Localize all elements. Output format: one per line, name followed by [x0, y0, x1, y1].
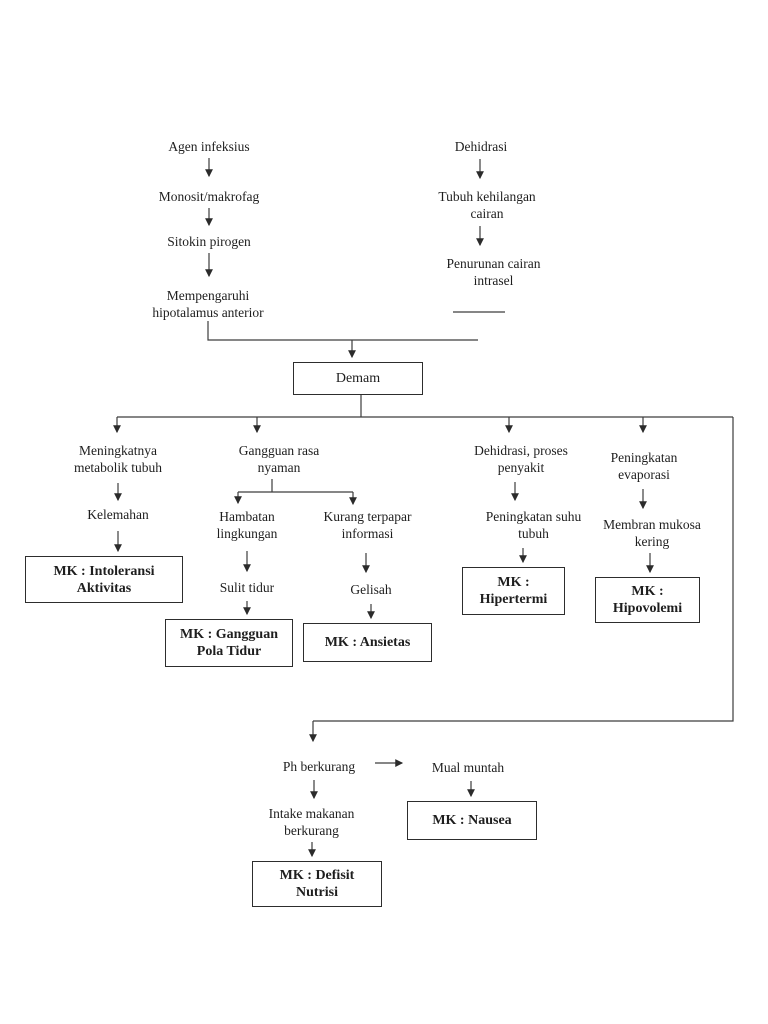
node-mempengaruhi-hipotalamus: Mempengaruhi hipotalamus anterior [152, 288, 264, 320]
node-gelisah: Gelisah [350, 582, 392, 597]
node-hambatan-lingkungan: Hambatan lingkungan [216, 509, 278, 541]
node-monosit-makrofag: Monosit/makrofag [158, 189, 260, 204]
node-mk-ansietas-box: MK : Ansietas [303, 623, 432, 662]
node-mk-defisit-nutrisi-box: MK : Defisit Nutrisi [252, 861, 382, 907]
node-penurunan-cairan-intrasel: Penurunan cairan intrasel [446, 256, 541, 288]
node-peningkatan-suhu-tubuh: Peningkatan suhu tubuh [485, 509, 582, 541]
node-agen-infeksius: Agen infeksius [168, 139, 250, 154]
node-gangguan-rasa-nyaman: Gangguan rasa nyaman [238, 443, 320, 475]
node-dehidrasi: Dehidrasi [454, 139, 508, 154]
node-kurang-terpapar-informasi: Kurang terpapar informasi [323, 509, 412, 541]
node-mk-hipertermi-box: MK : Hipertermi [462, 567, 565, 615]
node-mk-nausea-box: MK : Nausea [407, 801, 537, 840]
node-kelemahan: Kelemahan [87, 507, 149, 522]
node-mual-muntah: Mual muntah [431, 760, 505, 775]
node-meningkatnya-metabolik: Meningkatnya metabolik tubuh [73, 443, 163, 475]
connector-hipotalamus-to-demam [207, 321, 478, 341]
node-dehidrasi-proses-penyakit: Dehidrasi, proses penyakit [474, 443, 568, 475]
node-sulit-tidur: Sulit tidur [219, 580, 275, 595]
node-mk-intoleransi-aktivitas-box: MK : Intoleransi Aktivitas [25, 556, 183, 603]
node-sitokin-pirogen: Sitokin pirogen [167, 234, 251, 249]
node-ph-berkurang: Ph berkurang [282, 759, 356, 774]
node-intake-makanan-berkurang: Intake makanan berkurang [268, 806, 355, 838]
node-tubuh-kehilangan-cairan: Tubuh kehilangan cairan [438, 189, 536, 221]
node-peningkatan-evaporasi: Peningkatan evaporasi [610, 450, 678, 482]
node-mk-hipovolemi-box: MK : Hipovolemi [595, 577, 700, 623]
node-mk-gangguan-pola-tidur-box: MK : Gangguan Pola Tidur [165, 619, 293, 667]
node-membran-mukosa-kering: Membran mukosa kering [603, 517, 701, 549]
node-demam-box: Demam [293, 362, 423, 395]
